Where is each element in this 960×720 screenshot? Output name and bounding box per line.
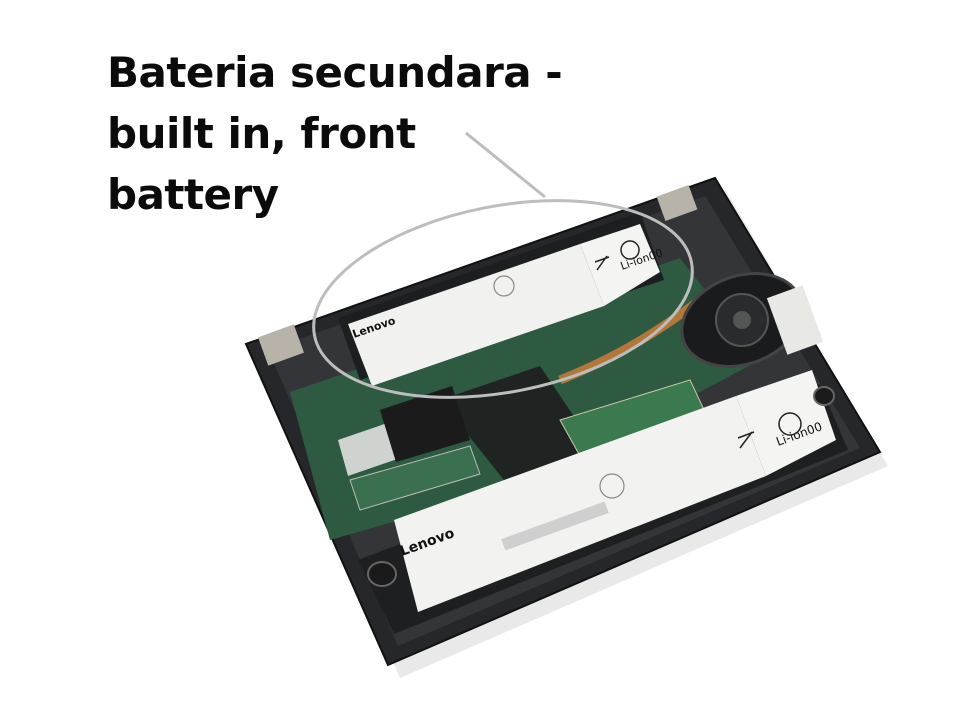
caption-line-1: Bateria secundara - — [107, 48, 563, 97]
fan-sticker — [766, 285, 824, 355]
main-battery-label — [394, 396, 766, 612]
crossed-bin-icon-bottom — [737, 431, 755, 449]
callout-line — [465, 131, 546, 199]
hinge-left — [258, 324, 304, 366]
callout-ellipse — [312, 199, 694, 399]
caption-line-3: battery — [107, 170, 279, 219]
seal-icon-bottom — [599, 473, 625, 499]
black-foil-left — [380, 386, 470, 462]
speaker-right — [813, 386, 835, 406]
caption-title: Bateria secundara - built in, front batt… — [107, 42, 567, 225]
crossed-bin-icon-top — [594, 255, 610, 271]
main-battery-barcode — [501, 501, 609, 551]
speaker-left — [367, 561, 397, 587]
ssd-module — [349, 445, 481, 511]
hinge-right — [656, 184, 698, 222]
main-battery: Lenovo Li-ion00 — [358, 370, 848, 634]
secondary-battery-label — [348, 244, 604, 386]
recycle-icon-bottom — [778, 412, 802, 436]
seal-icon-top — [493, 275, 515, 297]
secondary-battery: Lenovo Li-ion00 — [338, 212, 665, 386]
caption-line-2: built in, front — [107, 109, 416, 158]
recycle-icon-top — [620, 240, 640, 260]
